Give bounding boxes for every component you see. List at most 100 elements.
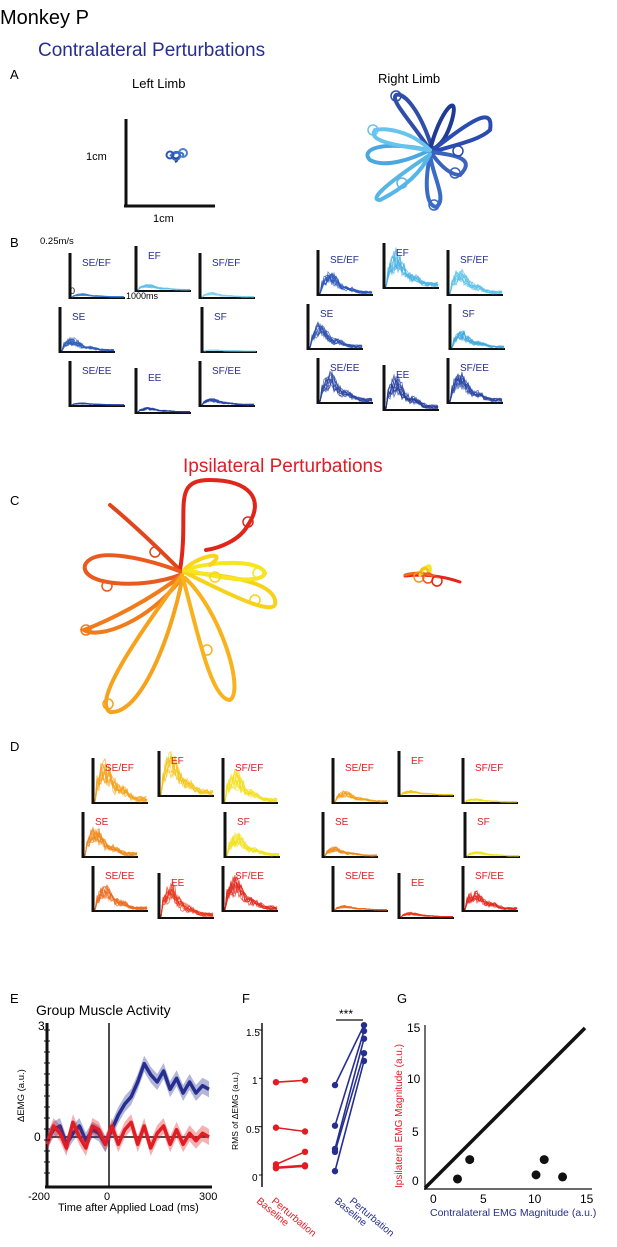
time-scale-label: 1000ms [126, 291, 159, 301]
subplot-sf: SF [448, 304, 505, 350]
trace [319, 374, 373, 403]
trace [160, 761, 214, 796]
trace [226, 837, 280, 857]
panel-g-ytick-5: 5 [412, 1125, 419, 1139]
trace [224, 771, 278, 803]
trace [94, 886, 148, 911]
subplot-sf-ee: SF/EE [221, 866, 278, 912]
panel-e-xlabel: Time after Applied Load (ms) [58, 1202, 199, 1214]
trace [94, 772, 148, 803]
trace [84, 829, 138, 857]
panel-label-d: D [10, 739, 19, 754]
panel-e-ytick-0: 0 [34, 1130, 41, 1144]
subplot-se-ef: SE/EF [316, 250, 373, 296]
baseline-point [331, 1122, 339, 1129]
panel-f-plot [259, 1021, 368, 1187]
trace [449, 376, 503, 403]
subplot-sf: SF [223, 812, 280, 858]
perturbation-point [360, 1027, 368, 1035]
direction-label: SF [462, 309, 475, 320]
scatter-point [531, 1170, 541, 1180]
trace [464, 893, 518, 911]
panel-label-g: G [397, 991, 407, 1006]
subplot-se-ee: SE/EE [91, 866, 148, 912]
baseline-point [331, 1167, 339, 1175]
scatter-point [465, 1155, 475, 1165]
direction-label: SF/EF [235, 763, 263, 774]
direction-label: SE/EE [330, 363, 360, 374]
left-limb-trajectories [165, 148, 188, 163]
direction-label: SF/EE [460, 363, 489, 374]
panel-e-plot [44, 1023, 212, 1189]
direction-label: EE [148, 373, 162, 384]
trace [160, 889, 213, 918]
panel-f-ylabel: RMS of ΔEMG (a.u.) [230, 1072, 240, 1150]
panel-g-xtick-10: 10 [528, 1192, 542, 1206]
panel-g-ytick-0: 0 [412, 1174, 419, 1188]
panel-label-f: F [242, 991, 250, 1006]
trace [94, 764, 148, 803]
trace [385, 382, 439, 410]
panel-f-ytick-0-5: 0.5 [246, 1125, 260, 1136]
ipsilateral-heading: Ipsilateral Perturbations [183, 456, 383, 477]
trace [226, 836, 280, 857]
direction-label: EF [411, 756, 424, 767]
subplot-se-ef: SE/EF [91, 757, 148, 804]
paired-line [334, 1060, 365, 1172]
panel-g-xtick-5: 5 [480, 1192, 487, 1206]
subplot-ef: EF [157, 750, 214, 797]
trace [464, 798, 518, 803]
trace [466, 852, 520, 857]
subplot-sf-ee: SF/EE [446, 358, 503, 404]
panel-g-xlabel: Contralateral EMG Magnitude (a.u.) [430, 1207, 596, 1219]
subplot-ef: EF [382, 243, 439, 289]
trace [400, 790, 454, 796]
direction-label: EF [171, 756, 184, 767]
trace [319, 274, 373, 295]
trace [464, 892, 518, 911]
contralateral-series-line [45, 1061, 210, 1147]
trace [201, 399, 254, 406]
direction-label: EF [396, 248, 409, 259]
scatter-point [453, 1174, 462, 1184]
subplot-sf-ee: SF/EE [198, 361, 255, 407]
trace [224, 777, 278, 803]
trace [94, 886, 148, 911]
trace [309, 326, 363, 349]
direction-label: SE/EF [105, 763, 134, 774]
paired-line [275, 1164, 306, 1169]
trace [224, 773, 278, 803]
subplot-ef: EF [134, 246, 191, 292]
subplot-sf-ef: SF/EF [221, 758, 278, 804]
trace [385, 253, 439, 288]
trace [449, 375, 503, 403]
left-limb-title: Left Limb [132, 76, 185, 91]
paired-line [275, 1079, 306, 1083]
subplot-ee: EE [397, 873, 454, 919]
direction-label: SE/EE [345, 871, 375, 882]
panel-e-title: Group Muscle Activity [36, 1002, 171, 1018]
subplot-sf-ee: SF/EE [461, 866, 518, 912]
subplot-se-ee: SE/EE [68, 361, 125, 407]
right-limb-title: Right Limb [378, 71, 440, 86]
panel-f-ytick-1-5: 1.5 [246, 1028, 260, 1039]
trace [309, 325, 363, 349]
direction-label: SF/EE [212, 366, 241, 377]
paired-line [275, 1126, 306, 1133]
panel-g-ylabel: Ipsilateral EMG Magnitude (a.u.) [394, 1044, 405, 1188]
subplot-ef: EF [397, 751, 454, 797]
subplot-sf-ef: SF/EF [446, 250, 503, 296]
velocity-scale-label: 0.25m/s [40, 236, 74, 247]
perturbation-point [301, 1148, 309, 1156]
scatter-point [539, 1155, 549, 1165]
scatter-point [558, 1172, 568, 1182]
trace [449, 270, 503, 295]
panel-e-xtick-300: 300 [199, 1191, 217, 1203]
trace [201, 398, 255, 406]
subplot-se-ef: SE/EF [331, 758, 388, 804]
panel-label-a: A [10, 67, 19, 82]
paired-line [334, 1030, 365, 1126]
